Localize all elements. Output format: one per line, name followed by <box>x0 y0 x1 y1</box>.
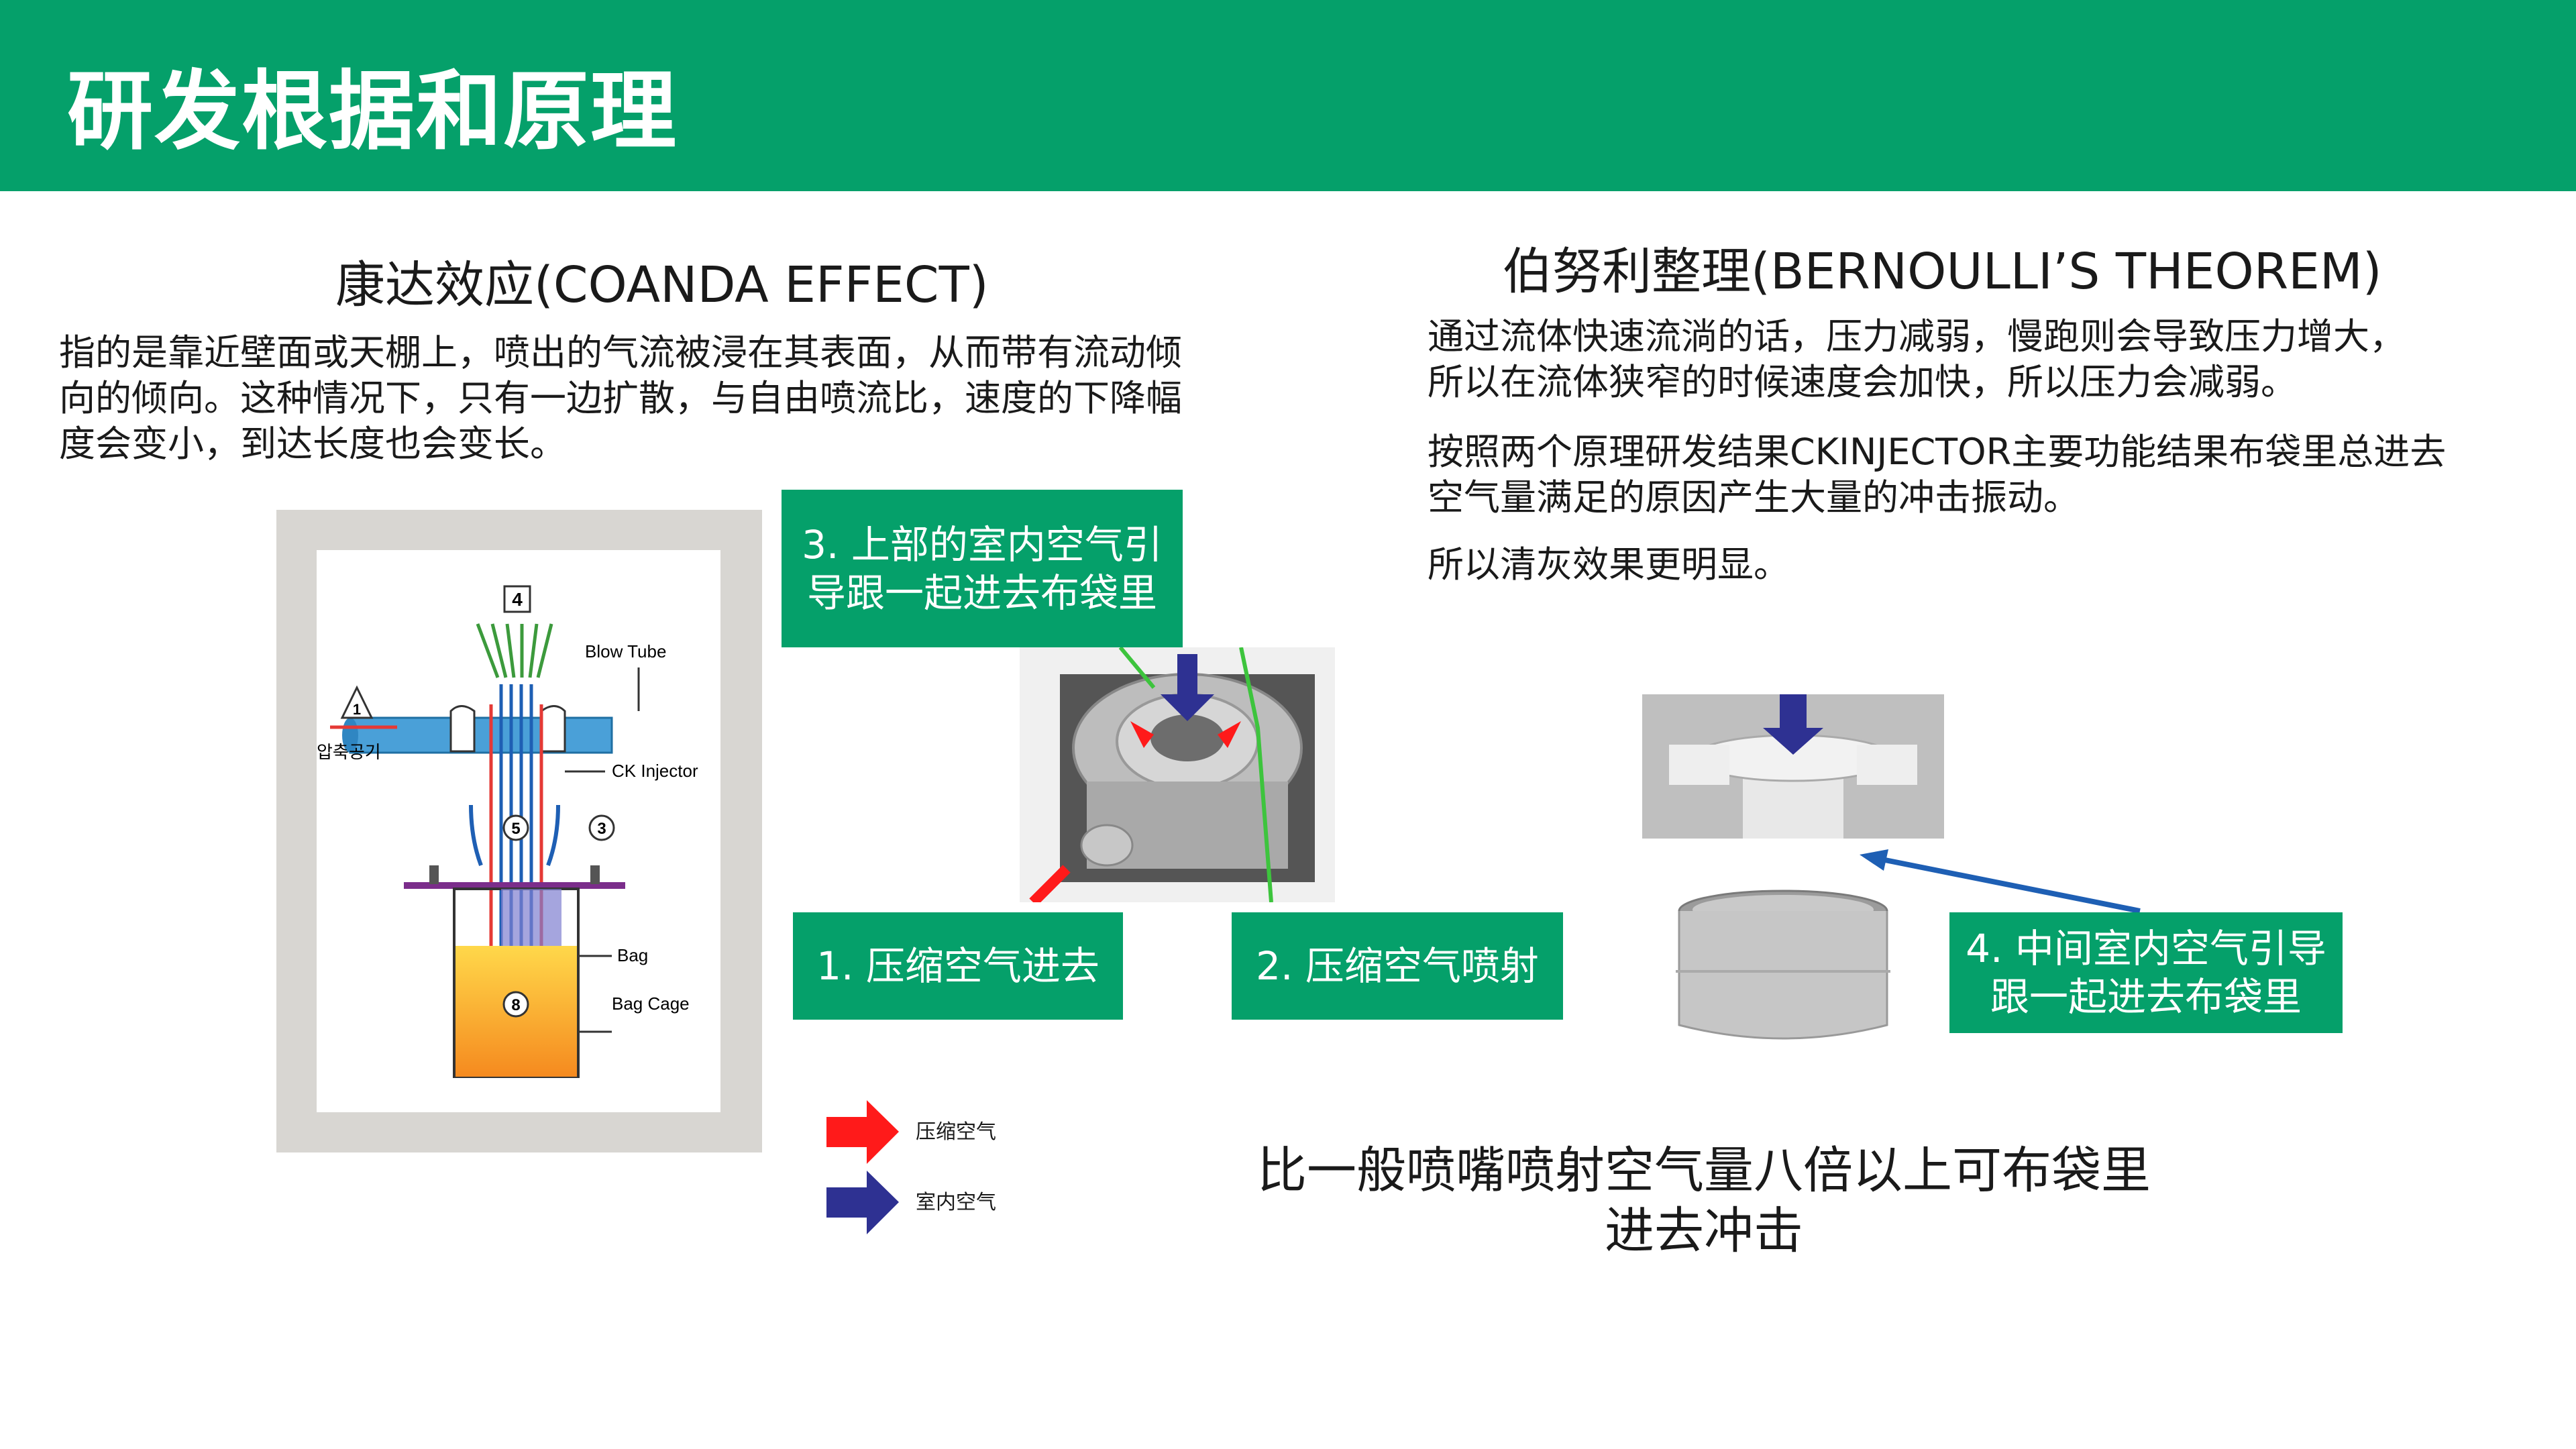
label-box-3-line: 导跟一起进去布袋里 <box>806 570 1157 616</box>
coanda-paragraph: 指的是靠近壁面或天棚上，喷出的气流被浸在其表面，从而带有流动倾 向的倾向。这种情… <box>59 330 1253 467</box>
coanda-line: 指的是靠近壁面或天棚上，喷出的气流被浸在其表面，从而带有流动倾 <box>59 331 1182 374</box>
blow-tube-label: Blow Tube <box>585 641 666 661</box>
conclusion-line: 进去冲击 <box>1605 1202 1803 1260</box>
injector-photo <box>1020 646 1335 906</box>
conclusion-line: 比一般喷嘴喷射空气量八倍以上可布袋里 <box>1257 1142 2151 1199</box>
tube-sheet <box>404 882 625 889</box>
inflow-arrows-green <box>476 623 553 678</box>
label-box-2: 2. 压缩空气喷射 <box>1232 912 1563 1020</box>
blow-tube <box>349 716 613 754</box>
bernoulli-line: 按照两个原理研发结果CKINJECTOR主要功能结果布袋里总进去 <box>1428 431 2447 473</box>
page-title: 研发根据和原理 <box>67 62 678 162</box>
label-box-1: 1. 压缩空气进去 <box>793 912 1123 1020</box>
blue-arrow-icon <box>826 1171 899 1234</box>
bernoulli-paragraph-2: 按照两个原理研发结果CKINJECTOR主要功能结果布袋里总进去 空气量满足的原… <box>1428 429 2568 521</box>
number-4-label: 4 <box>512 589 523 610</box>
legend-blue-label: 室内空气 <box>916 1191 996 1214</box>
blue-pointer-arrow <box>1860 849 2141 914</box>
bernoulli-title: 伯努利整理(BERNOULLI’S THEOREM) <box>1503 243 2382 301</box>
red-arrow-icon <box>826 1100 899 1164</box>
label-box-4-line: 4. 中间室内空气引导 <box>1966 926 2326 971</box>
coanda-line: 度会变小，到达长度也会变长。 <box>59 423 566 465</box>
compressed-air-label: 압축공기 <box>317 742 381 762</box>
number-circle-5 <box>502 814 529 841</box>
legend-red-label: 压缩空气 <box>916 1120 996 1144</box>
bernoulli-paragraph-1: 通过流体快速流淌的话，压力减弱，慢跑则会导致压力增大， 所以在流体狭窄的时候速度… <box>1428 314 2555 405</box>
svg-text:5: 5 <box>511 820 520 838</box>
diagram-canvas: 4 Blow Tube CK Injector 1 압축공기 <box>317 550 720 1112</box>
ck-injector-diagram: 4 Blow Tube CK Injector 1 압축공기 <box>317 585 698 1078</box>
bag-label: Bag <box>617 945 648 965</box>
injector-top-photo <box>1642 694 1944 839</box>
bernoulli-paragraph-3: 所以清灰效果更明显。 <box>1428 543 1790 586</box>
svg-text:1: 1 <box>353 701 361 718</box>
svg-text:3: 3 <box>597 820 606 838</box>
header-bar <box>0 0 2576 191</box>
bernoulli-line: 所以在流体狭窄的时候速度会加快，所以压力会减弱。 <box>1428 361 2297 403</box>
label-box-4-line: 跟一起进去布袋里 <box>1990 974 2302 1020</box>
bag-cage-label: Bag Cage <box>612 994 690 1014</box>
label-box-4: 4. 中间室内空气引导 跟一起进去布袋里 <box>1949 912 2343 1033</box>
coanda-title: 康达效应(COANDA EFFECT) <box>335 256 989 314</box>
bag-drum-photo <box>1662 884 1917 1052</box>
coanda-line: 向的倾向。这种情况下，只有一边扩散，与自由喷流比，速度的下降幅 <box>59 377 1182 419</box>
label-box-3-line: 3. 上部的室内空气引 <box>802 521 1163 568</box>
bernoulli-line: 空气量满足的原因产生大量的冲击振动。 <box>1428 476 2080 519</box>
number-box-4 <box>503 585 531 613</box>
svg-text:8: 8 <box>511 996 520 1014</box>
number-circle-3 <box>588 814 615 841</box>
label-box-3: 3. 上部的室内空气引 导跟一起进去布袋里 <box>782 490 1183 647</box>
number-circle-8 <box>502 991 529 1018</box>
conclusion-text: 比一般喷嘴喷射空气量八倍以上可布袋里 进去冲击 <box>1248 1140 2160 1261</box>
number-triangle-1 <box>340 685 374 719</box>
bernoulli-line: 通过流体快速流淌的话，压力减弱，慢跑则会导致压力增大， <box>1428 315 2406 358</box>
ck-injector-label: CK Injector <box>612 761 698 781</box>
